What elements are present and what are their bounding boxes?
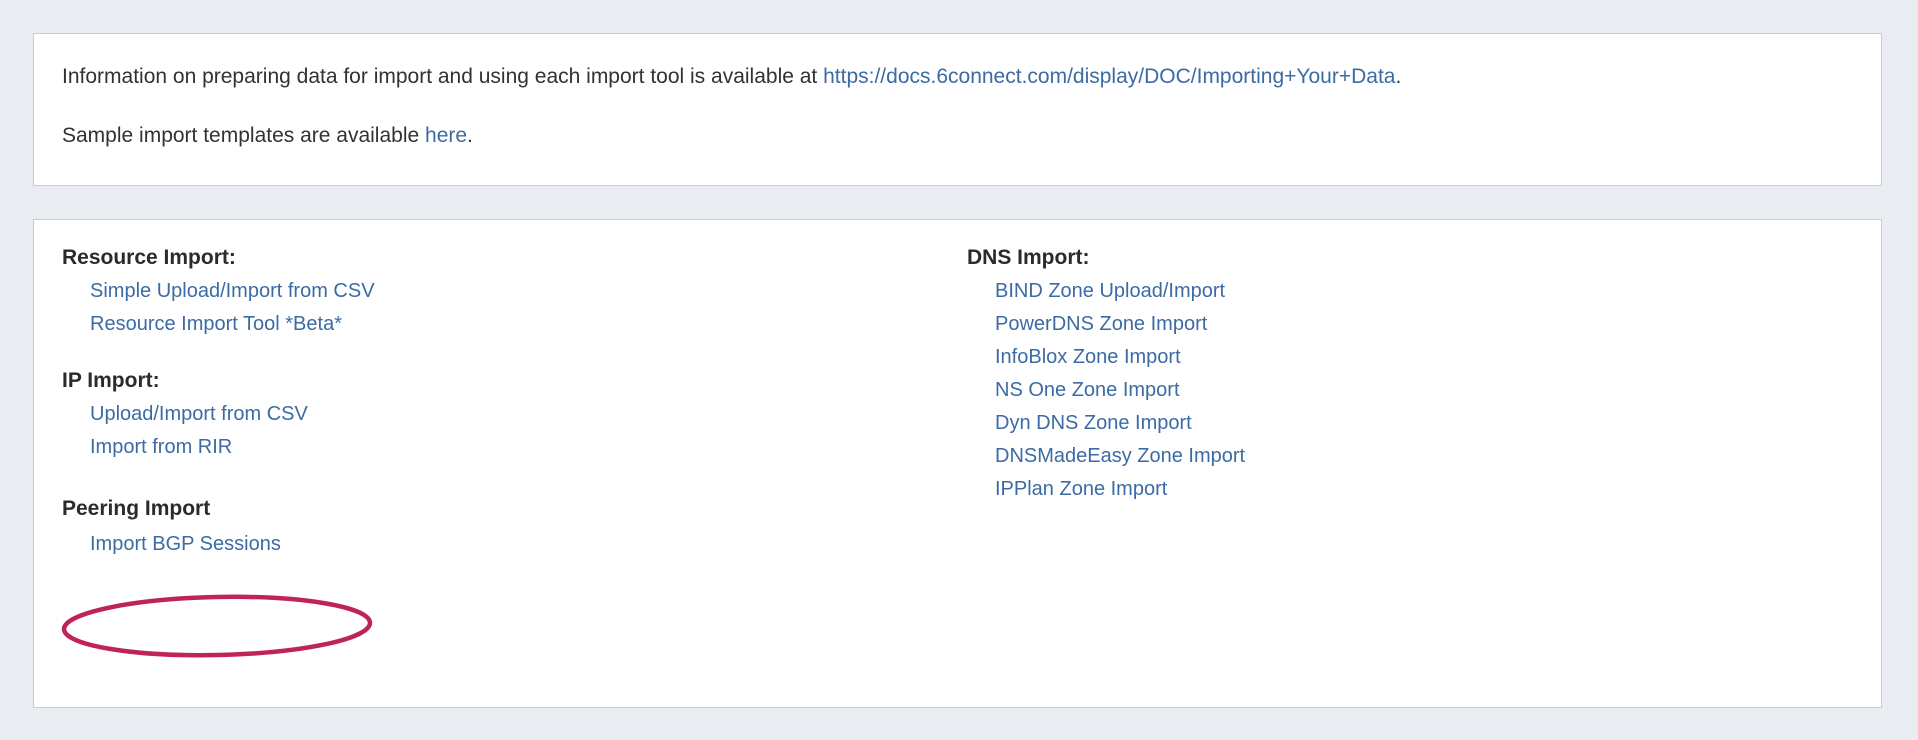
import-tools-panel: Resource Import: Simple Upload/Import fr… [33, 219, 1882, 708]
list-item: DNSMadeEasy Zone Import [995, 444, 1851, 468]
info-line-templates-text: Sample import templates are available [62, 124, 426, 147]
link-ns-one-zone-import[interactable]: NS One Zone Import [995, 379, 1180, 401]
right-column: DNS Import: BIND Zone Upload/Import Powe… [967, 246, 1851, 501]
import-tools-columns: Resource Import: Simple Upload/Import fr… [62, 246, 1851, 556]
list-item: IPPlan Zone Import [995, 477, 1851, 501]
left-column: Resource Import: Simple Upload/Import fr… [62, 246, 967, 556]
list-item: Resource Import Tool *Beta* [90, 312, 967, 336]
list-item: NS One Zone Import [995, 378, 1851, 402]
link-simple-upload-import-from-csv[interactable]: Simple Upload/Import from CSV [90, 280, 375, 302]
group-title-resource-import: Resource Import: [62, 246, 236, 269]
link-bind-zone-upload-import[interactable]: BIND Zone Upload/Import [995, 280, 1226, 302]
list-item: PowerDNS Zone Import [995, 312, 1851, 336]
list-item: BIND Zone Upload/Import [995, 279, 1851, 303]
list-item: Simple Upload/Import from CSV [90, 279, 967, 303]
link-powerdns-zone-import[interactable]: PowerDNS Zone Import [995, 313, 1208, 335]
group-resource-import: Resource Import: Simple Upload/Import fr… [62, 246, 967, 336]
info-line-templates: Sample import templates are available he… [62, 123, 1851, 148]
link-dnsmadeeasy-zone-import[interactable]: DNSMadeEasy Zone Import [995, 445, 1246, 467]
group-title-peering-import: Peering Import [62, 497, 211, 520]
link-list-dns-import: BIND Zone Upload/Import PowerDNS Zone Im… [967, 279, 1851, 501]
link-dyn-dns-zone-import[interactable]: Dyn DNS Zone Import [995, 412, 1192, 434]
info-line-docs-text: Information on preparing data for import… [62, 65, 824, 88]
list-item: Import BGP Sessions [90, 532, 967, 556]
link-list-ip-import: Upload/Import from CSV Import from RIR [62, 402, 967, 459]
info-panel: Information on preparing data for import… [33, 33, 1882, 186]
group-title-dns-import: DNS Import: [967, 246, 1090, 269]
list-item: Dyn DNS Zone Import [995, 411, 1851, 435]
link-list-resource-import: Simple Upload/Import from CSV Resource I… [62, 279, 967, 336]
link-ipplan-zone-import[interactable]: IPPlan Zone Import [995, 478, 1168, 500]
group-dns-import: DNS Import: BIND Zone Upload/Import Powe… [967, 246, 1851, 501]
list-item: Upload/Import from CSV [90, 402, 967, 426]
group-ip-import: IP Import: Upload/Import from CSV Import… [62, 369, 967, 459]
link-import-from-rir[interactable]: Import from RIR [90, 436, 233, 458]
list-item: Import from RIR [90, 435, 967, 459]
list-item: InfoBlox Zone Import [995, 345, 1851, 369]
docs-url-link[interactable]: https://docs.6connect.com/display/DOC/Im… [823, 65, 1396, 88]
group-title-ip-import: IP Import: [62, 369, 160, 392]
info-line-docs-period: . [1395, 65, 1402, 88]
info-line-templates-period: . [467, 124, 473, 147]
link-resource-import-tool-beta[interactable]: Resource Import Tool *Beta* [90, 313, 342, 335]
info-line-docs: Information on preparing data for import… [62, 64, 1851, 89]
link-infoblox-zone-import[interactable]: InfoBlox Zone Import [995, 346, 1181, 368]
link-list-peering-import: Import BGP Sessions [62, 532, 967, 556]
link-import-bgp-sessions[interactable]: Import BGP Sessions [90, 533, 281, 555]
templates-here-link[interactable]: here [425, 124, 468, 147]
group-peering-import: Peering Import Import BGP Sessions [62, 497, 967, 556]
link-upload-import-from-csv[interactable]: Upload/Import from CSV [90, 403, 308, 425]
